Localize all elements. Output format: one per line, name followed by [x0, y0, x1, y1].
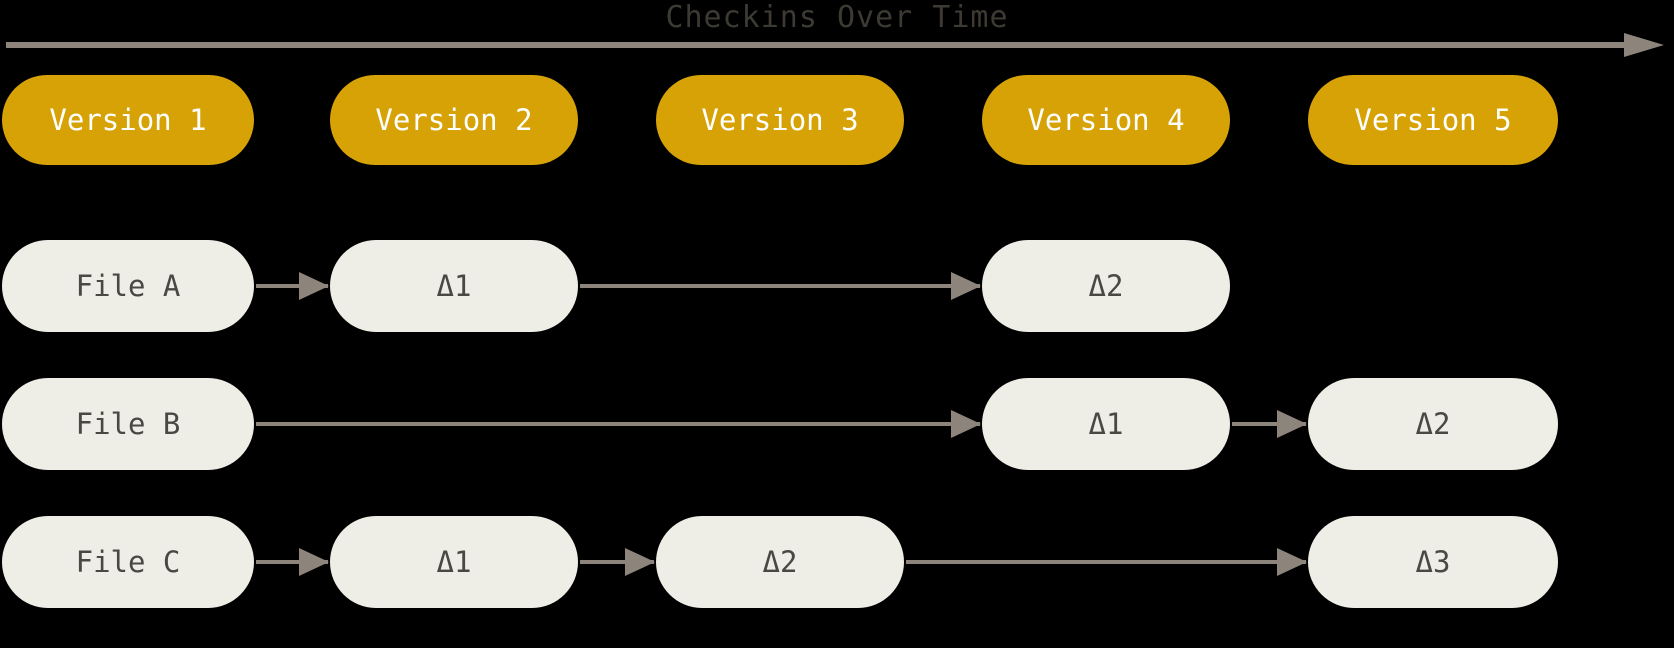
time-axis — [6, 33, 1664, 57]
connector-line — [906, 560, 1306, 564]
connector-arrow — [906, 548, 1307, 576]
version-pill-3: Version 3 — [656, 75, 904, 165]
time-axis-line — [6, 42, 1636, 48]
connector-arrow — [256, 410, 981, 438]
delta-pill-file-a-2: Δ2 — [982, 240, 1230, 332]
connector-line — [256, 422, 980, 426]
connector-line — [580, 560, 654, 564]
version-pill-2: Version 2 — [330, 75, 578, 165]
connector-arrow — [256, 548, 329, 576]
page-title: Checkins Over Time — [665, 0, 1009, 35]
connector-line — [256, 284, 328, 288]
arrow-right-icon — [299, 272, 329, 300]
version-pill-5: Version 5 — [1308, 75, 1558, 165]
connector-arrow — [580, 272, 981, 300]
connector-line — [580, 284, 980, 288]
delta-pill-file-c-2: Δ2 — [656, 516, 904, 608]
connector-arrow — [1232, 410, 1307, 438]
connector-arrow — [580, 548, 655, 576]
arrow-right-icon — [951, 272, 981, 300]
delta-pill-file-c-3: Δ3 — [1308, 516, 1558, 608]
delta-pill-file-b-2: Δ2 — [1308, 378, 1558, 470]
connector-line — [256, 560, 328, 564]
connector-arrow — [256, 272, 329, 300]
file-pill-file-b: File B — [2, 378, 254, 470]
delta-pill-file-c-1: Δ1 — [330, 516, 578, 608]
version-pill-1: Version 1 — [2, 75, 254, 165]
arrow-right-icon — [951, 410, 981, 438]
arrow-right-icon — [1277, 548, 1307, 576]
arrow-right-icon — [625, 548, 655, 576]
file-pill-file-c: File C — [2, 516, 254, 608]
arrow-right-icon — [1277, 410, 1307, 438]
version-pill-4: Version 4 — [982, 75, 1230, 165]
delta-pill-file-a-1: Δ1 — [330, 240, 578, 332]
connector-line — [1232, 422, 1306, 426]
arrow-right-icon — [299, 548, 329, 576]
delta-pill-file-b-1: Δ1 — [982, 378, 1230, 470]
arrow-right-icon — [1624, 33, 1664, 57]
file-pill-file-a: File A — [2, 240, 254, 332]
